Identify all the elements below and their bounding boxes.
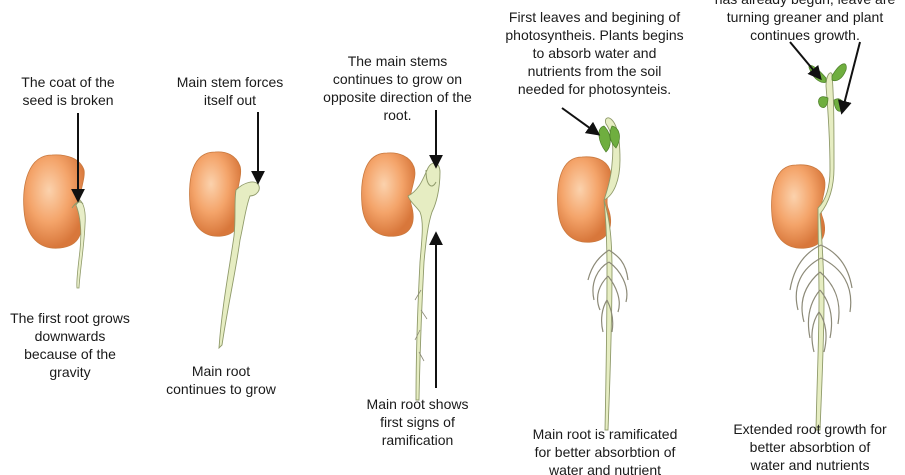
hook: [425, 169, 437, 187]
stage-4-bottom-label: Main root is ramificated for better abso…: [532, 426, 678, 475]
stage-5-top-label: has already begun, leave are turning gre…: [715, 0, 896, 43]
main-stem: [603, 117, 621, 431]
stage-1-bottom-label: The first root grows downwards because o…: [10, 310, 130, 380]
stage-4-top-label: First leaves and begining of photosynthe…: [505, 9, 684, 97]
stage-3-bottom-label: Main root shows first signs of ramificat…: [366, 396, 469, 448]
stage-2-bottom-label: Main root continues to grow: [166, 363, 276, 397]
stage-5-bottom-label: Extended root growth for better absorbti…: [733, 421, 887, 473]
first-root: [75, 199, 86, 289]
root-hairs: [414, 289, 428, 362]
stage-3: [361, 110, 443, 401]
main-stem: [815, 72, 835, 431]
lateral-roots: [587, 249, 629, 333]
seed: [771, 164, 826, 249]
arrow-right: [838, 41, 861, 115]
seed: [23, 154, 85, 249]
stage-3-top-label: The main stems continues to grow on oppo…: [323, 53, 472, 123]
stage-1: [23, 113, 86, 289]
stage-2-top-label: Main stem forces itself out: [176, 74, 284, 108]
seed: [557, 156, 612, 243]
stage-2: [189, 112, 265, 350]
lateral-roots: [789, 244, 853, 353]
stage-1-top-label: The coat of the seed is broken: [21, 74, 115, 108]
seed: [361, 152, 416, 237]
arrow: [561, 107, 601, 136]
seed: [189, 151, 242, 237]
arrow-top: [789, 41, 822, 81]
stage-5: [771, 41, 861, 431]
stage-4: [557, 107, 629, 431]
